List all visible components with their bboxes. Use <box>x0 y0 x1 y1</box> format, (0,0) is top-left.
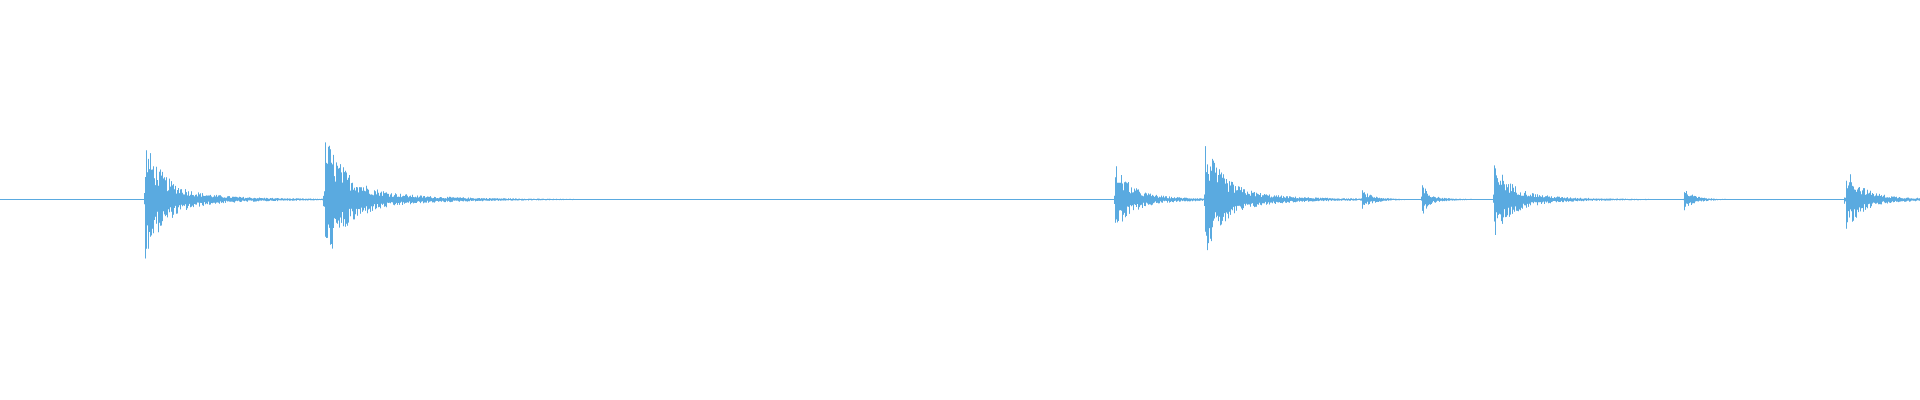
waveform-amplitude <box>0 142 1920 259</box>
